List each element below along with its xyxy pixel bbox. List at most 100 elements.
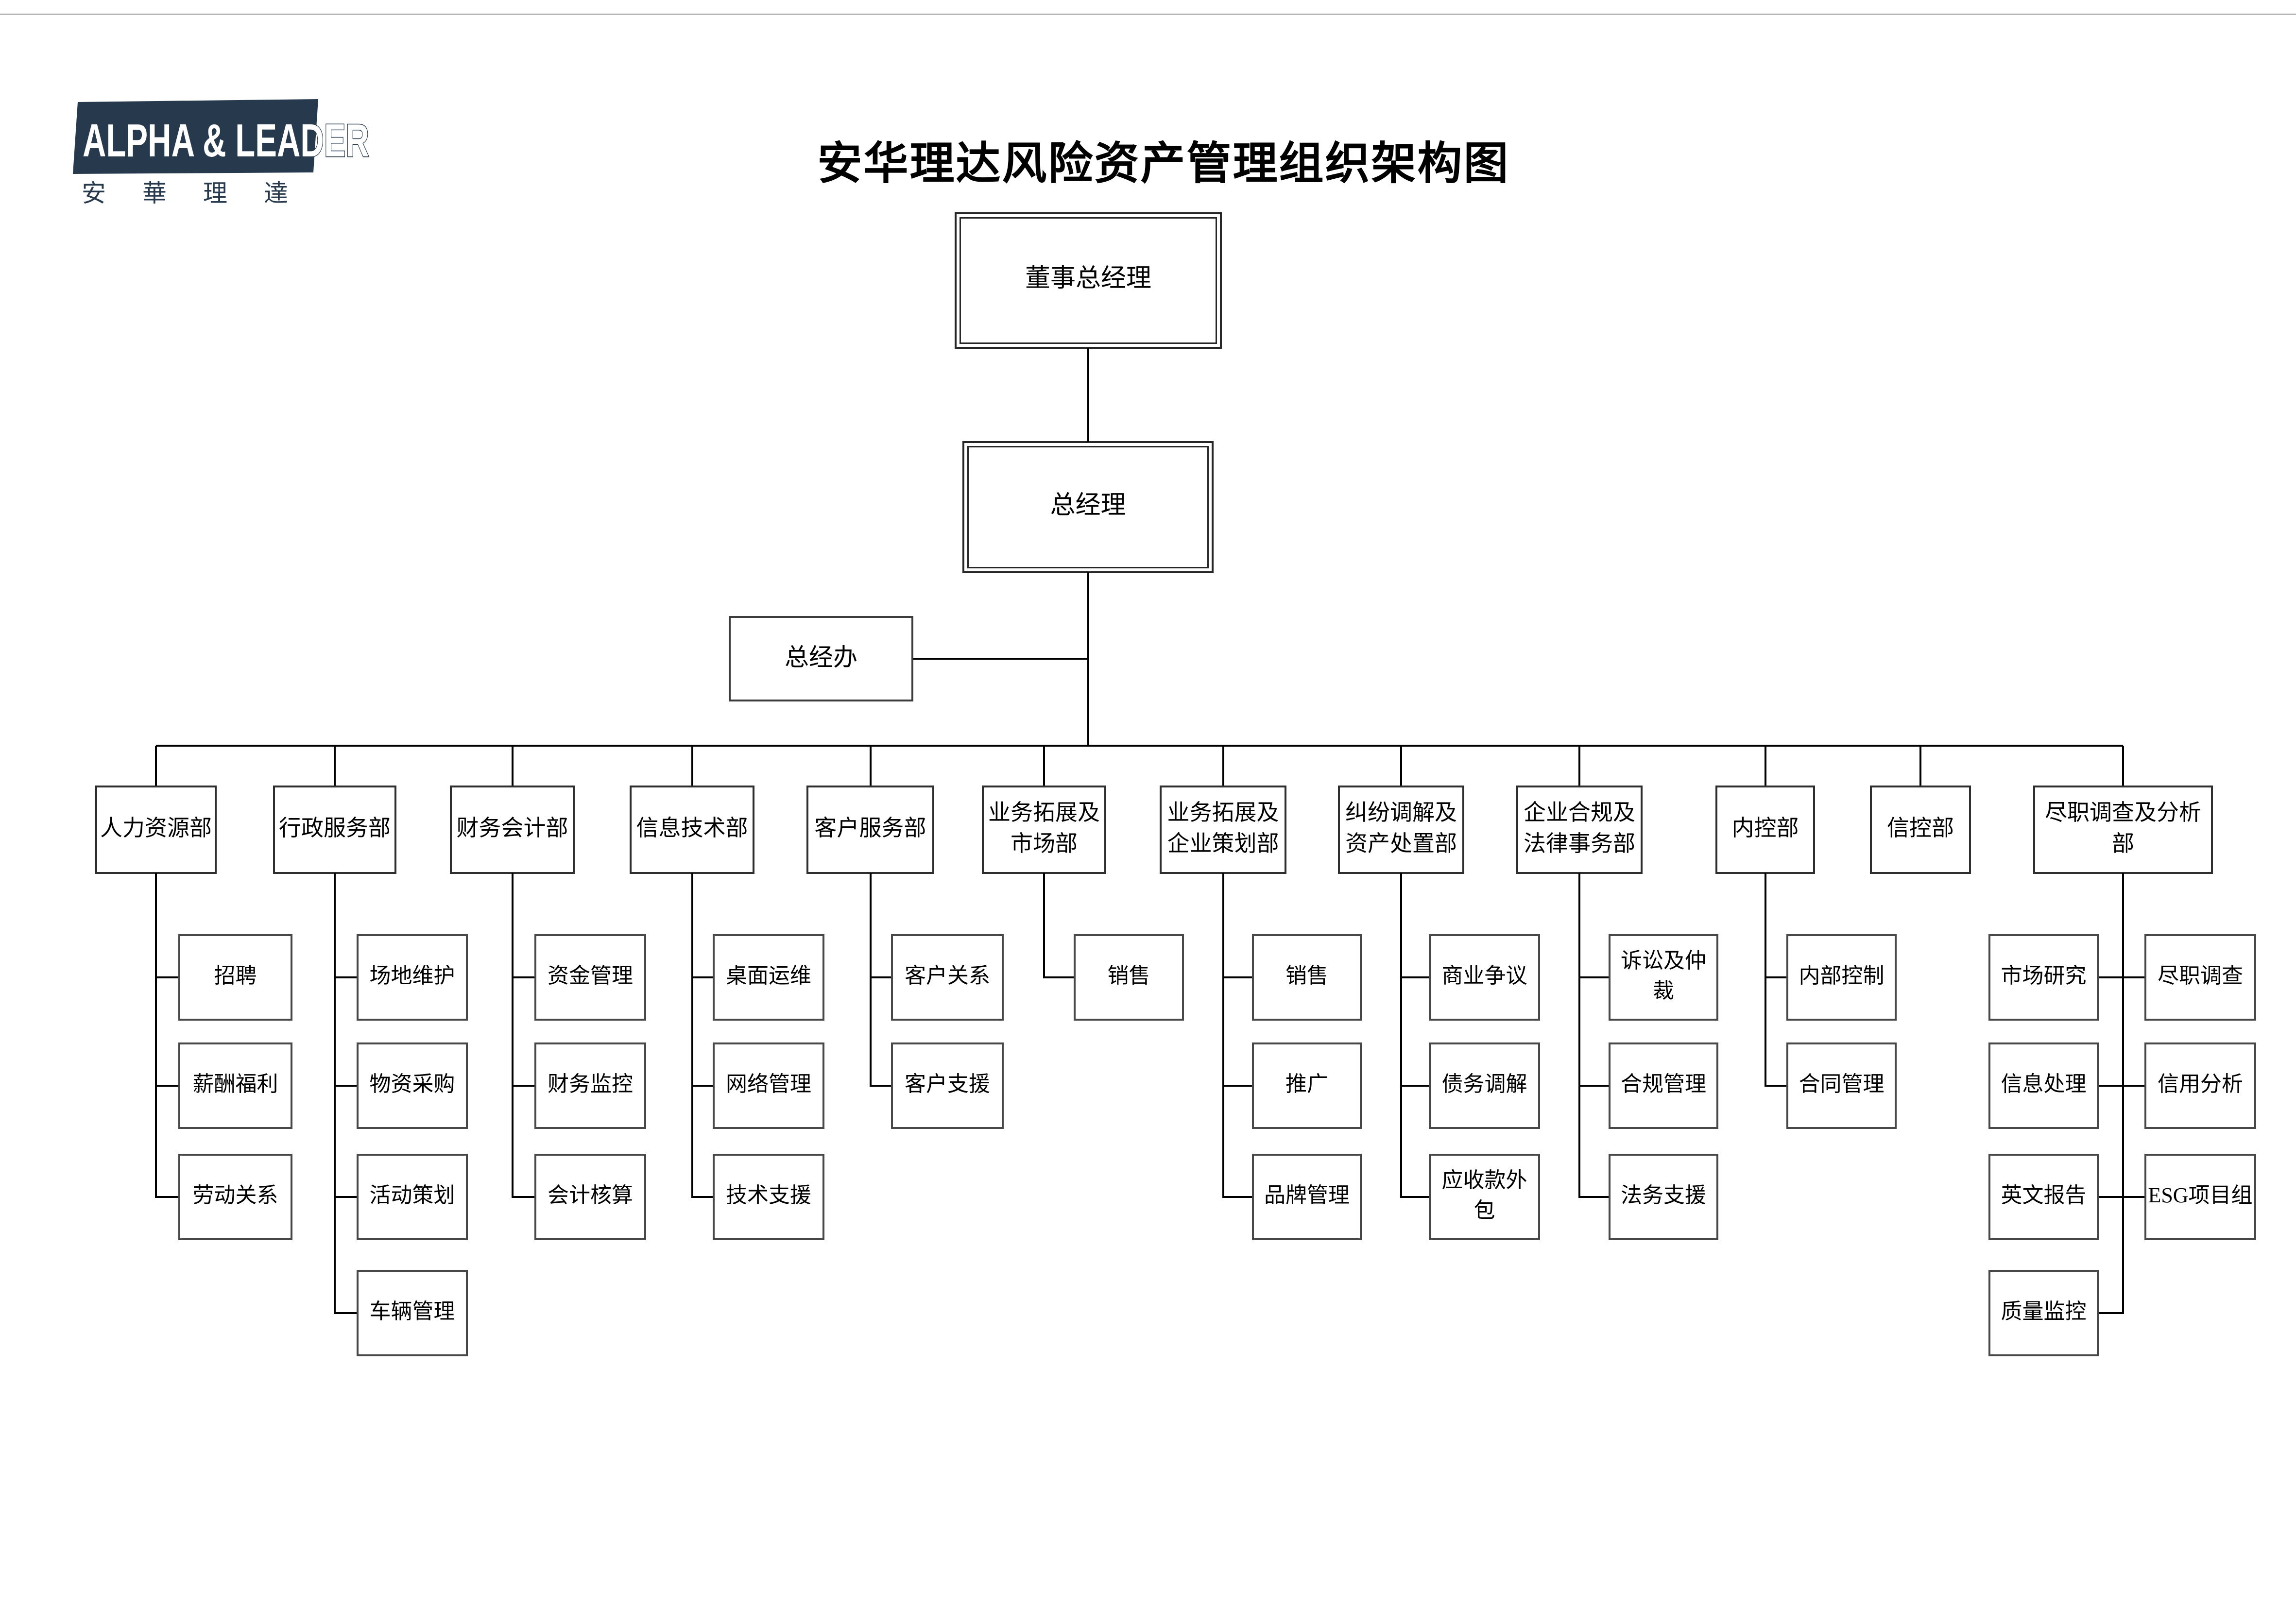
sub-department-box: 客户关系 [891,934,1004,1021]
connector-line [1919,746,1921,787]
connector-line [1765,873,1766,1087]
logo-latin-text: ALPHA & LEADER [83,115,369,167]
sub-department-box: 薪酬福利 [178,1042,292,1129]
node-label: 招聘 [214,964,257,988]
sub-department-box: 信用分析 [2144,1042,2256,1129]
connector-line [156,1085,178,1087]
node-label: 合规管理 [1621,1072,1706,1096]
sub-department-box: 尽职调查 [2144,934,2256,1021]
connector-line [335,1085,357,1087]
node-label: 销售 [1285,964,1328,988]
connector-line [2122,976,2144,978]
connector-line [156,1196,178,1198]
chart-title: 安华理达风险资产管理组织架构图 [817,139,1510,188]
node-general-manager: 总经理 [962,441,1214,573]
connector-line [1401,1085,1429,1087]
department-box: 信息技术部 [630,786,754,874]
node-label: 信用分析 [2158,1072,2243,1096]
connector-line [1223,1196,1252,1198]
sub-department-box: 商业争议 [1429,934,1540,1021]
node-label: 业务拓展及 市场部 [988,800,1100,856]
connector-line [692,976,713,978]
node-label: 财务会计部 [456,815,568,840]
node-label: 董事总经理 [1025,265,1151,293]
connector-line [2122,1196,2144,1198]
sub-department-box: 品牌管理 [1252,1154,1362,1240]
sub-department-box: 招聘 [178,934,292,1021]
sub-department-box: 桌面运维 [713,934,824,1021]
node-label: 销售 [1107,964,1150,988]
node-label: 技术支援 [726,1183,811,1208]
node-label: 物资采购 [369,1072,455,1096]
connector-line [692,1196,713,1198]
connector-line [870,746,872,787]
sub-department-box: 活动策划 [357,1154,468,1240]
connector-line [1223,1085,1252,1087]
company-logo: ALPHA & LEADER 安華理達 [73,99,370,207]
node-label: 薪酬福利 [192,1072,278,1096]
sub-department-box: 车辆管理 [357,1270,468,1356]
node-label: 场地维护 [369,964,455,988]
connector-line [1578,873,1580,1198]
node-label: 纠纷调解及 资产处置部 [1345,800,1457,856]
node-label: 品牌管理 [1264,1183,1350,1208]
department-box: 尽职调查及分析 部 [2033,786,2213,874]
connector-line [1401,976,1429,978]
sub-department-box: 资金管理 [534,934,646,1021]
connector-line [512,746,514,787]
sub-department-box: ESG项目组 [2144,1154,2256,1240]
node-label: ESG项目组 [2148,1183,2253,1208]
node-label: 业务拓展及 企业策划部 [1167,800,1279,856]
connector-line [512,873,514,1198]
node-label: 法务支援 [1621,1183,1706,1208]
department-box: 内控部 [1715,786,1815,874]
sub-department-box: 场地维护 [357,934,468,1021]
connector-line [155,873,157,1198]
department-box: 财务会计部 [450,786,575,874]
node-label: 商业争议 [1441,964,1527,988]
connector-line [2122,873,2124,1314]
sub-department-box: 信息处理 [1988,1042,2099,1129]
connector-line [155,746,157,787]
node-label: 信控部 [1887,815,1954,840]
connector-line [1222,873,1224,1198]
connector-line [2099,1196,2124,1198]
connector-line [870,873,872,1087]
sub-department-box: 质量监控 [1988,1270,2099,1356]
sub-department-box: 法务支援 [1609,1154,1718,1240]
connector-line [1401,1196,1429,1198]
sub-department-box: 内部控制 [1786,934,1897,1021]
sub-department-box: 会计核算 [534,1154,646,1240]
node-label: 企业合规及 法律事务部 [1524,800,1635,856]
connector-line [871,976,891,978]
node-label: 内控部 [1731,815,1799,840]
connector-line [1044,976,1074,978]
department-box: 信控部 [1870,786,1971,874]
connector-line [2099,1085,2124,1087]
sub-department-box: 合规管理 [1609,1042,1718,1129]
connector-line [871,1085,891,1087]
connector-line [2122,746,2124,787]
node-gm-office: 总经办 [729,616,913,701]
department-box: 人力资源部 [95,786,217,874]
node-label: 会计核算 [548,1183,633,1208]
node-label: 客户支援 [905,1072,990,1096]
connector-line [1400,746,1402,787]
connector-line [1765,1085,1786,1087]
sub-department-box: 英文报告 [1988,1154,2099,1240]
sub-department-box: 网络管理 [713,1042,824,1129]
connector-line [1579,976,1609,978]
logo-cjk-text: 安華理達 [82,180,325,207]
connector-line [334,873,336,1314]
node-label: 尽职调查及分析 部 [2045,800,2201,856]
connector-line [513,1196,534,1198]
connector-line [156,745,2123,747]
node-label: 劳动关系 [192,1183,278,1208]
node-label: 活动策划 [369,1183,455,1208]
connector-line [1043,746,1045,787]
connector-line [1222,746,1224,787]
node-label: 财务监控 [548,1072,633,1096]
connector-line [1765,976,1786,978]
node-label: 网络管理 [726,1072,811,1096]
sub-department-box: 物资采购 [357,1042,468,1129]
